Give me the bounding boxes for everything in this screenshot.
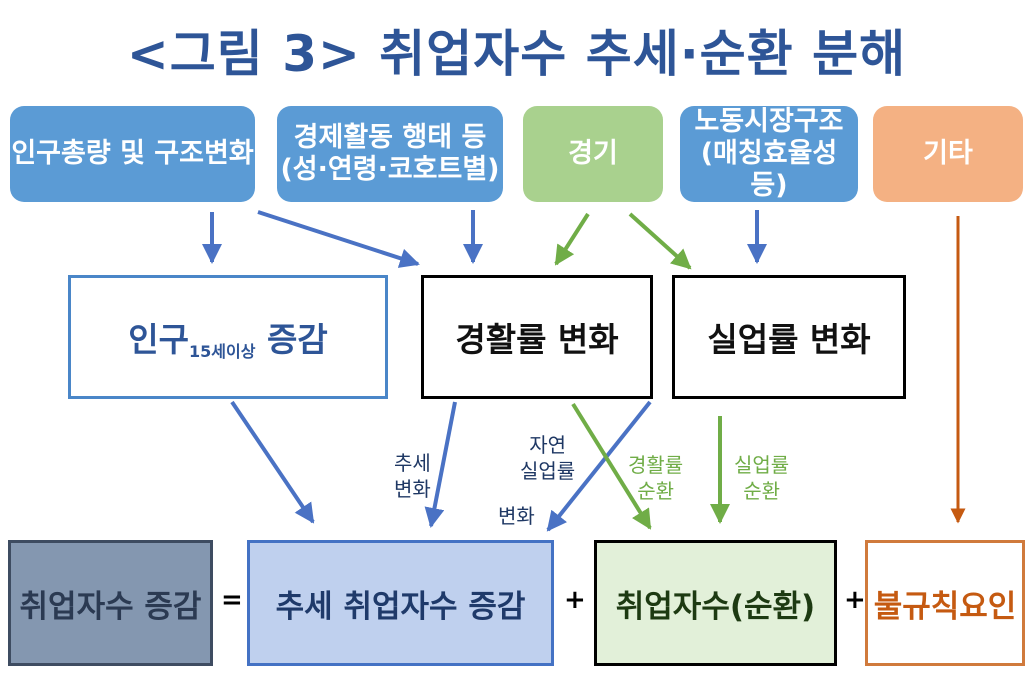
other-label: 기타 [923,138,973,169]
labor-market-sublabel: (매칭효율성 등) [700,138,838,201]
arrow-pop-change-to-trend [230,400,315,524]
arrow-business-to-unemployment [628,212,692,270]
economic-activity-sublabel: (성·연령·코호트별) [280,154,500,185]
labor-market-box: 노동시장구조 (매칭효율성 등) [680,106,858,202]
unemployment-rate-box: 실업률 변화 [672,275,906,399]
other-box: 기타 [873,106,1023,202]
total-employment-label: 취업자수 증감 [19,588,202,625]
unemployment-rate-label: 실업률 변화 [707,320,871,359]
business-cycle-label: 경기 [568,138,618,169]
business-cycle-box: 경기 [523,106,663,202]
trend-employment-box: 추세 취업자수 증감 [247,540,554,666]
population-structure-box: 인구총량 및 구조변화 [10,106,255,202]
cyclical-employment-label: 취업자수(순환) [615,588,816,625]
population-change-label: 인구15세이상 증감 [128,319,328,361]
labor-market-label: 노동시장구조 [694,106,844,137]
total-employment-box: 취업자수 증감 [8,540,213,666]
arrow-participation-to-trend [424,401,457,528]
unemployment-cycle-label: 실업률 순환 [734,453,790,503]
irregular-factor-box: 불규칙요인 [865,540,1025,666]
arrow-participation-to-cycle [571,402,652,530]
economic-activity-label: 경제활동 행태 등 [293,122,487,153]
population-change-box: 인구15세이상 증감 [68,275,388,399]
participation-rate-box: 경활률 변화 [421,275,653,399]
natural-unemployment-label: 자연 실업률 [520,433,576,483]
plus-sign-2: + [844,585,866,615]
irregular-factor-label: 불규칙요인 [873,588,1017,625]
trend-change-label: 추세 변화 [394,451,431,501]
page-title: <그림 3> 취업자수 추세·순환 분해 [126,25,907,83]
trend-employment-label: 추세 취업자수 증감 [275,588,526,625]
arrow-population-to-participation [257,210,420,268]
equals-sign: = [221,585,243,615]
arrow-unemployment-to-trend [546,400,652,532]
economic-activity-box: 경제활동 행태 등 (성·연령·코호트별) [277,106,503,202]
participation-rate-label: 경활률 변화 [455,320,619,359]
population-structure-label: 인구총량 및 구조변화 [11,138,254,169]
cyclical-employment-box: 취업자수(순환) [594,540,837,666]
plus-sign-1: + [564,585,586,615]
natural-unemployment-change-label: 변화 [498,504,535,528]
participation-cycle-label: 경활률 순환 [628,453,684,503]
arrow-business-to-participation [554,212,590,266]
